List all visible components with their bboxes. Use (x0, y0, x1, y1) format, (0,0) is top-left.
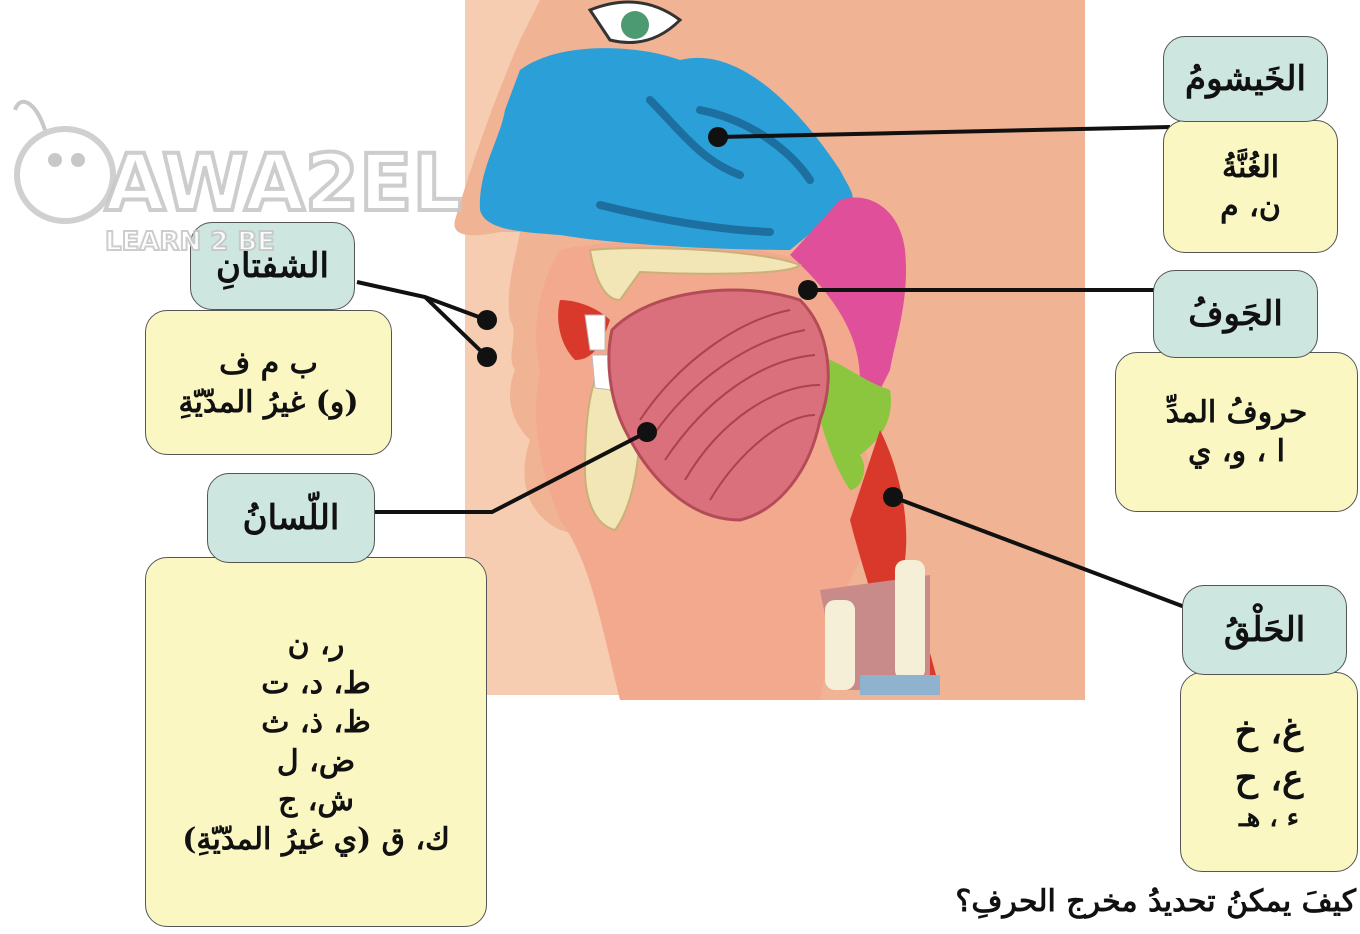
tongue-title: اللّسانُ (207, 473, 375, 563)
tongue-line: ك، ق (ي غيرُ المدّيّةِ) (182, 820, 450, 859)
lips-line: ب م ف (219, 344, 318, 383)
eye-iris (621, 11, 649, 39)
windpipe-ring (860, 675, 940, 695)
cartilage-2 (895, 560, 925, 680)
cartilage-1 (825, 600, 855, 690)
question-text: كيفَ يمكنُ تحديدُ مخرج الحرفِ؟ (955, 884, 1356, 919)
nasal-cavity-line: الغُنَّةُ (1222, 148, 1279, 187)
throat-box: غ، خ ع، ح ء ، هـ (1180, 672, 1358, 872)
tongue-line: ط، د، ت (261, 664, 371, 703)
lips-line: (و) غيرُ المدّيّةِ (178, 383, 358, 422)
tongue-line: ض، ل (277, 742, 355, 781)
lips-box: ب م ف (و) غيرُ المدّيّةِ (145, 310, 392, 455)
cavity-line: ا ، و، ي (1188, 432, 1285, 471)
throat-line: غ، خ (1235, 708, 1304, 755)
cavity-box: حروفُ المدِّ ا ، و، ي (1115, 352, 1358, 512)
tongue-box: ر، ن ط، د، ت ظ، ذ، ث ض، ل ش، ج ك، ق (ي غ… (145, 557, 487, 927)
cavity-line: حروفُ المدِّ (1166, 393, 1308, 432)
lips-title: الشفتانِ (190, 222, 355, 310)
cavity-title: الجَوفُ (1153, 270, 1318, 358)
nasal-cavity-line: ن، م (1220, 187, 1281, 226)
nasal-cavity-title: الخَيشومُ (1163, 36, 1328, 122)
throat-title: الحَلْقُ (1182, 585, 1347, 675)
tongue-line: ظ، ذ، ث (261, 703, 371, 742)
nasal-cavity-box: الغُنَّةُ ن، م (1163, 120, 1338, 253)
tongue-line: ش، ج (278, 781, 354, 820)
throat-line: ع، ح (1235, 755, 1304, 802)
throat-line: ء ، هـ (1239, 802, 1299, 836)
tongue-line: ر، ن (288, 625, 345, 664)
